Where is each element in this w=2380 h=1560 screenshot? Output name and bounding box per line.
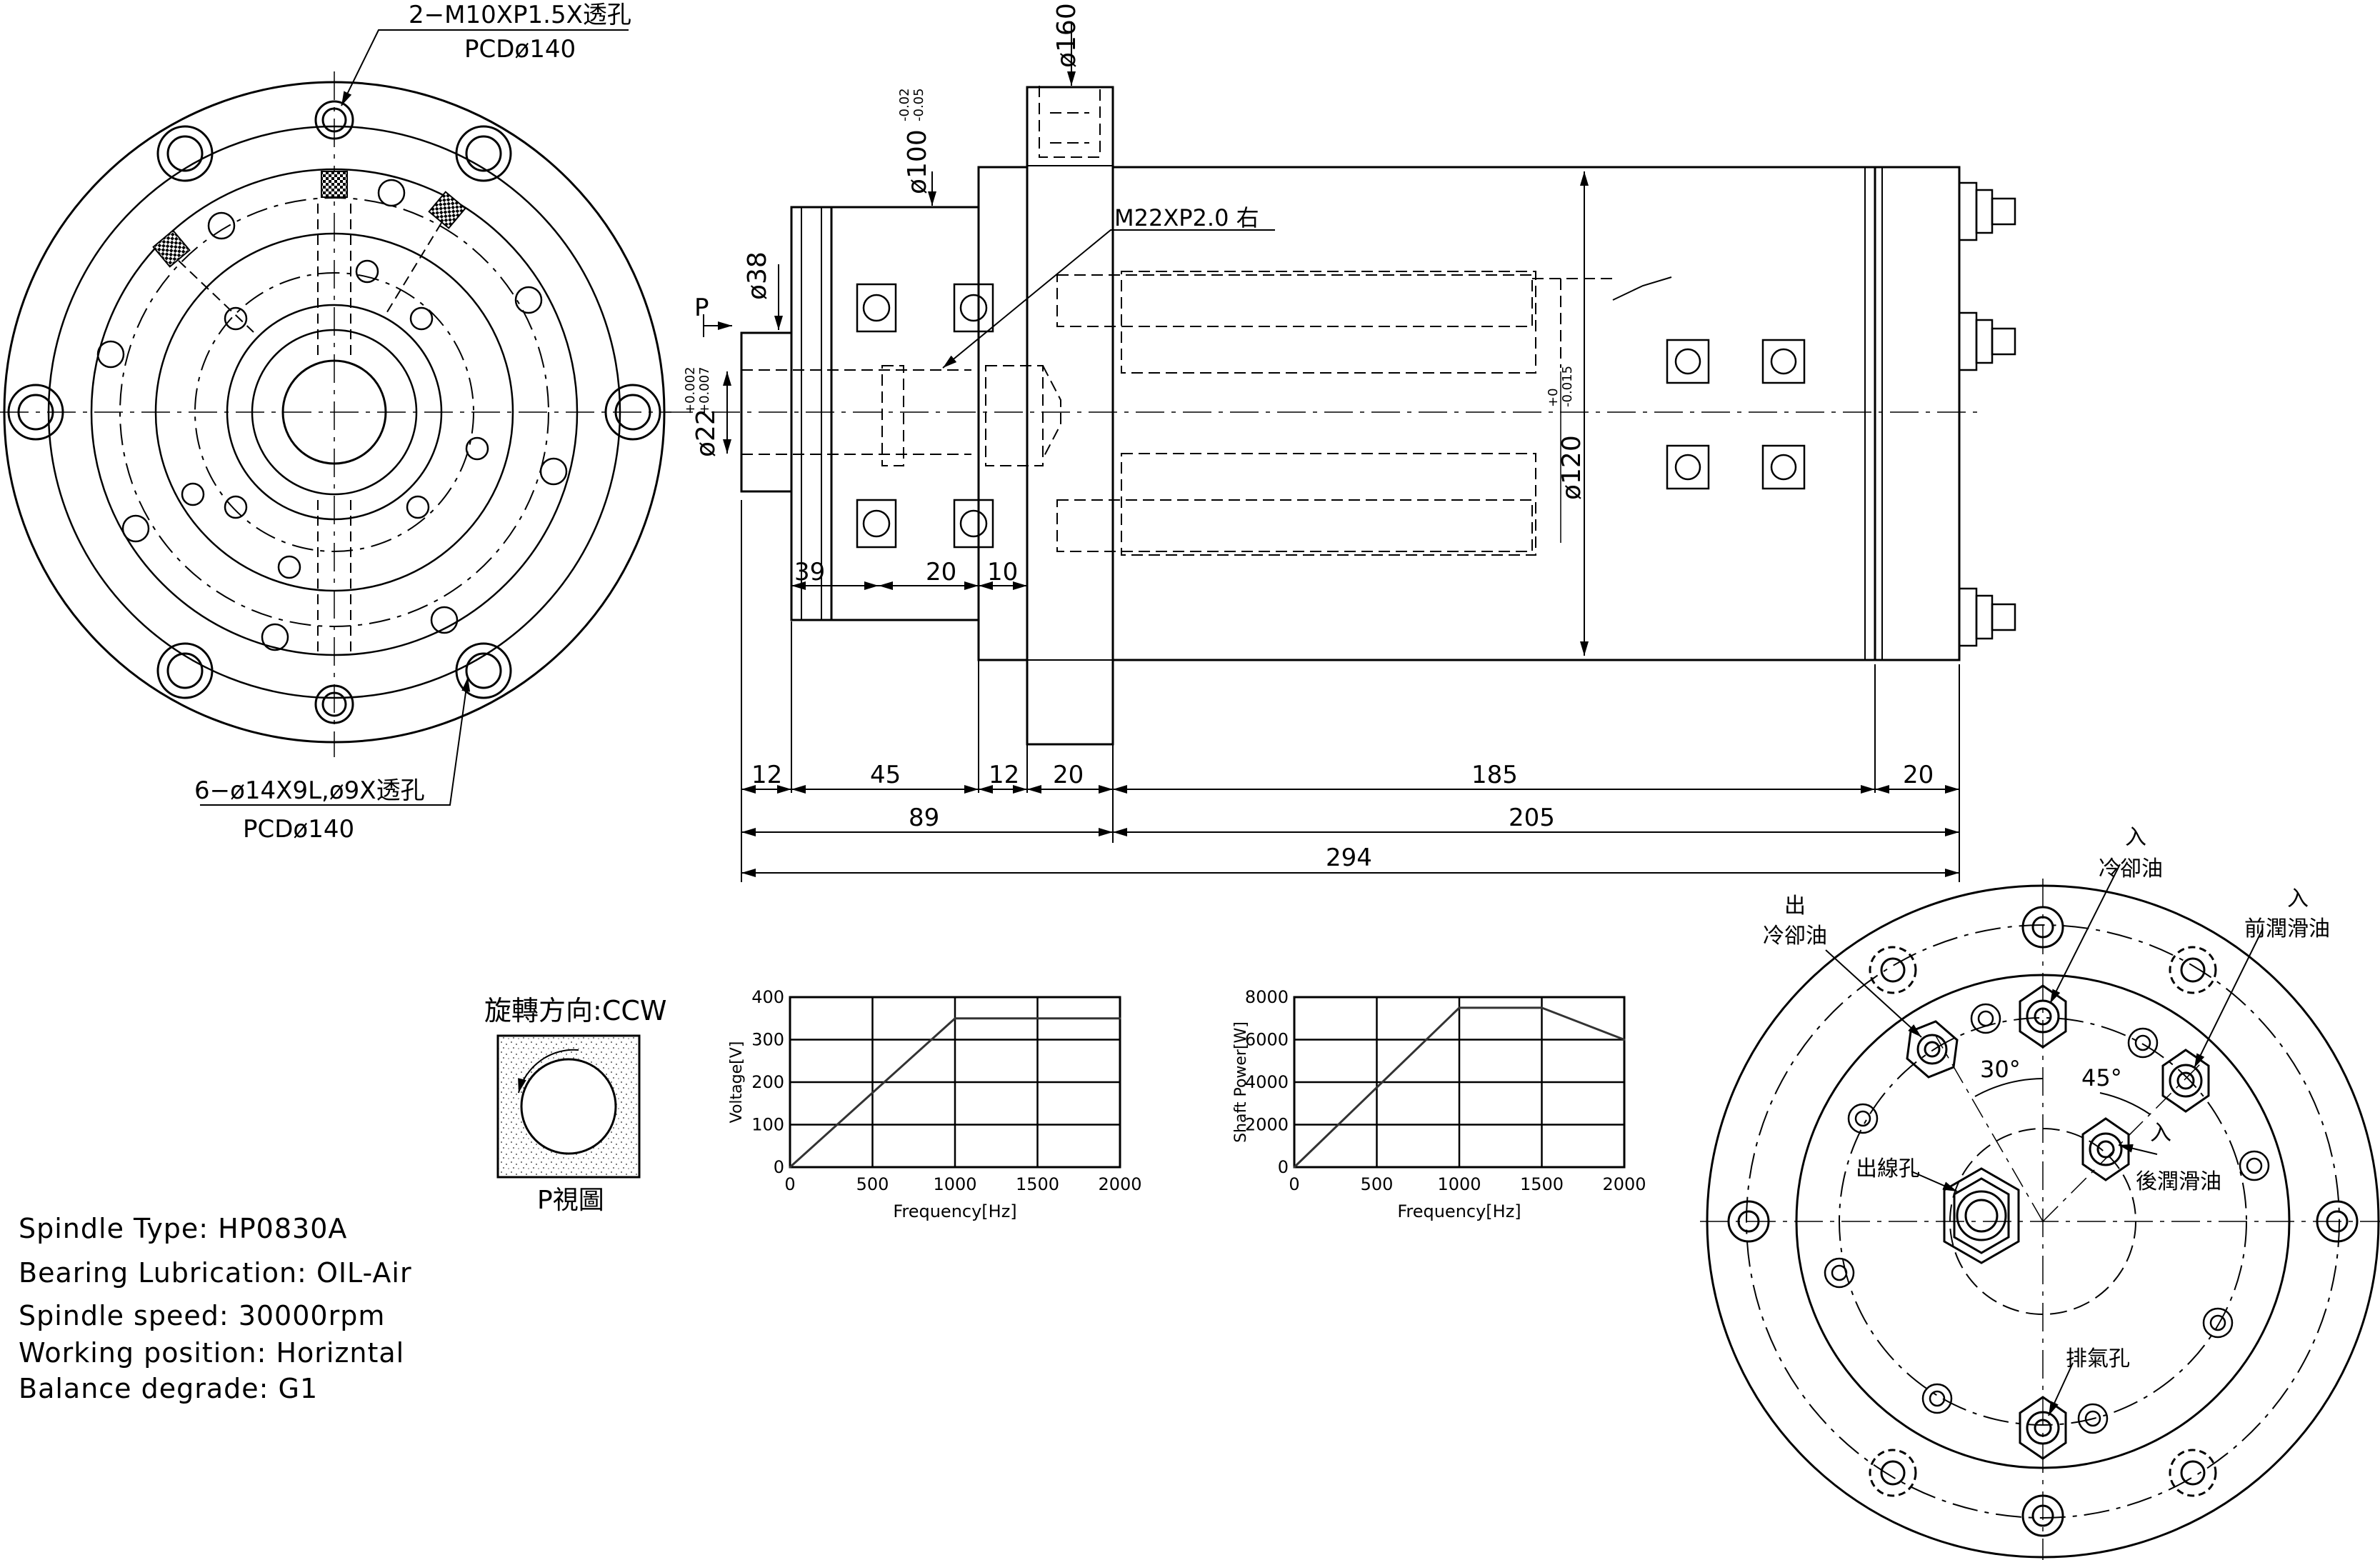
y-axis-label: Shaft Power[W] [1232,1021,1250,1143]
dim-12-a: 12 [751,761,782,789]
motor-body [1111,166,1876,661]
x-tick-label: 500 [1361,1174,1394,1194]
dia-100-tol-upper: -0.02 [897,88,912,121]
y-tick-label: 8000 [1245,987,1289,1007]
x-axis-label: Frequency[Hz] [1397,1201,1521,1221]
dim-12-b: 12 [989,761,1019,789]
inner-bolt-holes [96,179,568,651]
coolant-out-line1: 出 [1784,894,1806,919]
data-point [1541,1006,1543,1009]
dia-22-tol-lower: +0.007 [697,366,712,414]
rear-view [1700,864,2380,1560]
dia-120-tol-upper: +0 [1546,388,1561,407]
series-line [1293,1006,1625,1169]
rotation-caption: P視圖 [537,1186,604,1215]
dim-185: 185 [1471,761,1518,789]
coolant-in-line2: 冷卻油 [2099,856,2163,881]
dia-120-tol-lower: -0.015 [1560,366,1575,407]
y-tick-label: 200 [751,1072,784,1092]
front-view [0,29,671,806]
dim-294: 294 [1326,844,1372,872]
x-axis-label: Frequency[Hz] [893,1201,1016,1221]
dim-89: 89 [909,804,939,832]
dim-10: 10 [987,558,1018,586]
spec-working-position: Working position: Horizntal [19,1337,405,1369]
y-tick-label: 2000 [1245,1115,1289,1135]
dia-22-label: ø22 [691,409,721,457]
data-point [789,1166,791,1169]
dim-45: 45 [870,761,901,789]
y-tick-label: 0 [774,1157,784,1177]
main-flange [1026,86,1114,746]
rear-fittings [1958,181,2016,647]
dia-100-tol-lower: -0.05 [911,88,926,121]
dia-160-label: ø160 [1052,3,1081,68]
rotation-view [496,1034,641,1179]
y-tick-label: 300 [751,1030,784,1050]
voltage-chart: 0 500 1000 1500 2000 0 100 200 300 400Frequency[H… [728,987,1142,1221]
x-tick-label: 0 [784,1174,795,1194]
x-tick-label: 0 [1289,1174,1299,1194]
dim-39: 39 [794,558,825,586]
front-bottom-callout-line1: 6−ø14X9L,ø9X透孔 [194,776,425,805]
side-view [664,21,2016,882]
x-tick-label: 1500 [1016,1174,1059,1194]
y-tick-label: 4000 [1245,1072,1289,1092]
dim-20-a: 20 [1053,761,1084,789]
angle-30-label: 30° [1980,1056,2021,1083]
x-tick-label: 2000 [1098,1174,1141,1194]
data-point [1623,1039,1626,1041]
spec-spindle-type: Spindle Type: HP0830A [19,1213,348,1244]
front-bottom-callout-line2: PCDø140 [243,815,354,844]
dia-120-label: ø120 [1557,435,1586,500]
coolant-out-line2: 冷卻油 [1763,924,1827,949]
x-tick-label: 1000 [1437,1174,1481,1194]
spec-bearing-lubrication: Bearing Lubrication: OIL-Air [19,1257,412,1289]
y-tick-label: 400 [751,987,784,1007]
y-tick-label: 6000 [1245,1030,1289,1050]
rear-lube-in-line1: 入 [2150,1121,2171,1146]
front-lube-in-line1: 入 [2287,886,2309,911]
angle-45-label: 45° [2081,1064,2122,1091]
front-top-callout-line2: PCDø140 [464,35,576,64]
front-top-callout-line1: 2−M10XP1.5X透孔 [409,1,631,29]
power-chart: 0 500 1000 1500 2000 0 2000 4000 6000 8000Frequen… [1232,987,1646,1221]
y-tick-label: 0 [1278,1157,1289,1177]
coolant-in-line1: 入 [2125,825,2146,850]
rear-lube-in-line2: 後潤滑油 [2136,1169,2221,1194]
mounting-holes [7,125,661,699]
exhaust-hole-label: 排氣孔 [2066,1346,2130,1371]
dim-20-b: 20 [1903,761,1934,789]
cable-hole-label: 出線孔 [1856,1156,1920,1181]
spec-spindle-speed: Spindle speed: 30000rpm [19,1300,386,1331]
y-axis-label: Voltage[V] [728,1041,746,1124]
x-tick-label: 1500 [1520,1174,1564,1194]
dim-205: 205 [1509,804,1555,832]
x-tick-label: 500 [856,1174,889,1194]
dia-100-label: ø100 [903,129,932,194]
x-tick-label: 2000 [1602,1174,1646,1194]
data-point [1293,1166,1296,1169]
dim-20-inner: 20 [926,558,956,586]
dia-22-tol-upper: +0.002 [683,366,698,414]
data-point [1458,1006,1461,1009]
data-point [1119,1017,1121,1020]
dia-38-label: ø38 [743,251,772,300]
spec-balance-degrade: Balance degrade: G1 [19,1373,319,1404]
x-tick-label: 1000 [933,1174,976,1194]
rotation-label: 旋轉方向:CCW [484,995,666,1026]
data-point [954,1017,956,1020]
y-tick-label: 100 [751,1115,784,1135]
thread-label: M22XP2.0 右 [1114,204,1259,231]
front-lube-in-line2: 前潤滑油 [2244,916,2330,941]
view-arrow-label: P [694,294,709,322]
